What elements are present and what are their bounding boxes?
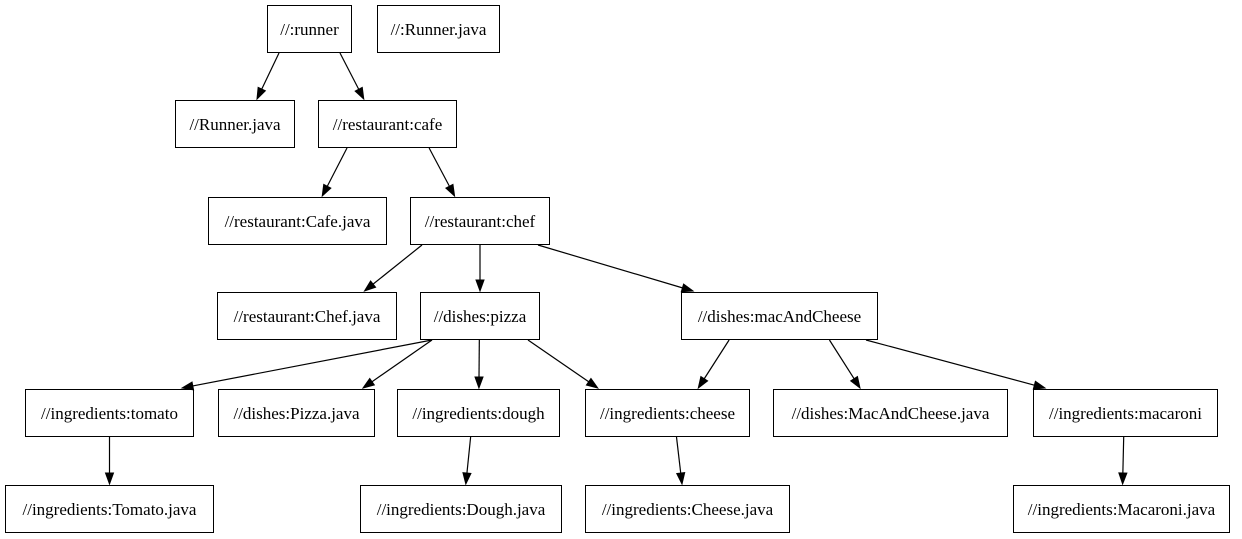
graph-node-cafe-java: //restaurant:Cafe.java [208, 197, 387, 245]
graph-node-label: //ingredients:Dough.java [376, 499, 546, 519]
arrowhead-mac-and-cheese-to-macaroni [1032, 380, 1047, 390]
graph-node-chef-java: //restaurant:Chef.java [217, 292, 397, 340]
graph-node-label: //restaurant:Chef.java [233, 306, 381, 326]
graph-node-dough: //ingredients:dough [397, 389, 560, 437]
graph-node-cheese-java: //ingredients:Cheese.java [585, 485, 790, 533]
arrowhead-pizza-to-pizza-java [361, 377, 376, 389]
arrowhead-mac-and-cheese-to-mac-and-cheese-java [849, 375, 861, 390]
graph-node-label: //ingredients:macaroni [1049, 403, 1202, 423]
edge-mac-and-cheese-to-macaroni [865, 339, 1035, 386]
graph-node-label: //restaurant:cafe [332, 114, 443, 134]
graph-node-mac-and-cheese: //dishes:macAndCheese [681, 292, 878, 340]
arrowhead-runner-to-cafe [354, 86, 365, 101]
graph-node-label: //dishes:MacAndCheese.java [791, 403, 990, 423]
graph-node-pizza-java: //dishes:Pizza.java [218, 389, 375, 437]
graph-node-macaroni-java: //ingredients:Macaroni.java [1013, 485, 1230, 533]
graph-node-cafe: //restaurant:cafe [318, 100, 457, 148]
graph-node-tomato-java: //ingredients:Tomato.java [5, 485, 214, 533]
graph-node-chef: //restaurant:chef [410, 197, 550, 245]
edge-dough-to-dough-java [466, 436, 472, 474]
graph-node-pizza: //dishes:pizza [420, 292, 540, 340]
edge-chef-to-mac-and-cheese [537, 244, 683, 289]
arrowhead-cafe-to-chef [445, 183, 456, 198]
arrowhead-chef-to-mac-and-cheese [680, 283, 695, 293]
arrowhead-chef-to-chef-java [363, 280, 377, 292]
arrowhead-tomato-to-tomato-java [104, 472, 115, 486]
graph-node-dough-java: //ingredients:Dough.java [360, 485, 562, 533]
graph-node-label: //restaurant:Cafe.java [224, 211, 371, 231]
edge-pizza-to-cheese [527, 339, 590, 383]
edge-chef-to-chef-java [372, 244, 423, 285]
graph-node-label: //ingredients:dough [412, 403, 545, 423]
arrowhead-cafe-to-cafe-java [321, 183, 332, 198]
graph-node-label: //ingredients:Cheese.java [601, 499, 774, 519]
graph-node-label: //Runner.java [189, 114, 281, 134]
graph-node-label: //dishes:macAndCheese [697, 306, 862, 326]
arrowhead-pizza-to-dough [474, 376, 484, 390]
edge-runner-to-runner-java [261, 52, 280, 90]
graph-node-tomato: //ingredients:tomato [25, 389, 194, 437]
edge-mac-and-cheese-to-mac-and-cheese-java [828, 339, 855, 380]
graph-node-label: //dishes:pizza [433, 306, 527, 326]
graph-node-label: //ingredients:Macaroni.java [1027, 499, 1216, 519]
arrowhead-dough-to-dough-java [462, 472, 472, 486]
graph-node-mac-and-cheese-java: //dishes:MacAndCheese.java [773, 389, 1008, 437]
graph-node-runner-java-target: //:Runner.java [377, 5, 500, 53]
edge-pizza-to-pizza-java [371, 339, 433, 383]
edge-cafe-to-chef [428, 147, 450, 187]
graph-node-label: //ingredients:cheese [599, 403, 735, 423]
graph-node-runner: //:runner [267, 5, 352, 53]
graph-node-macaroni: //ingredients:macaroni [1033, 389, 1218, 437]
graph-node-label: //ingredients:Tomato.java [22, 499, 197, 519]
edge-pizza-to-tomato [192, 339, 433, 387]
edge-runner-to-cafe [339, 52, 360, 90]
edge-cafe-to-cafe-java [326, 147, 348, 187]
edge-cheese-to-cheese-java [675, 436, 682, 474]
graph-node-label: //ingredients:tomato [41, 403, 178, 423]
arrowhead-cheese-to-cheese-java [675, 472, 686, 486]
graph-node-runner-java: //Runner.java [175, 100, 295, 148]
arrowhead-mac-and-cheese-to-cheese [697, 375, 709, 390]
arrowhead-chef-to-pizza [475, 279, 485, 293]
edge-macaroni-to-macaroni-java [1122, 436, 1125, 474]
arrowhead-pizza-to-cheese [585, 377, 599, 389]
arrowhead-runner-to-runner-java [256, 86, 267, 101]
edge-mac-and-cheese-to-cheese [703, 339, 730, 380]
graph-node-label: //restaurant:chef [424, 211, 536, 231]
graph-node-cheese: //ingredients:cheese [585, 389, 750, 437]
arrowhead-macaroni-to-macaroni-java [1118, 472, 1128, 486]
graph-node-label: //:runner [280, 19, 339, 39]
graph-node-label: //dishes:Pizza.java [233, 403, 360, 423]
graph-node-label: //:Runner.java [390, 19, 487, 39]
